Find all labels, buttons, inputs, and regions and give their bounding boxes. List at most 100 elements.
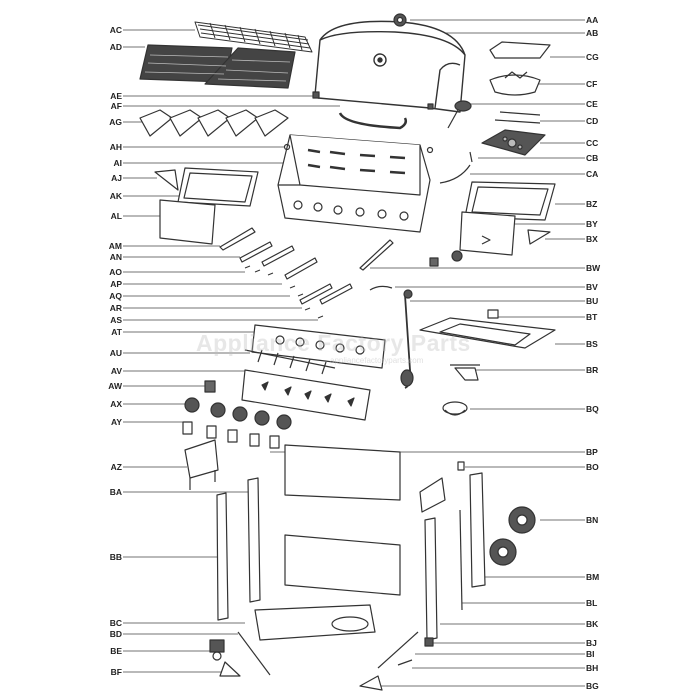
control-panel (251, 324, 386, 369)
bo-bracket (419, 461, 465, 513)
knob-bezels (182, 421, 280, 449)
part-label: BI (586, 649, 595, 659)
part-label: BT (586, 312, 598, 322)
bd-rod (237, 631, 271, 676)
part-label: CE (586, 99, 598, 109)
cb-pin (469, 151, 473, 163)
control-knobs (184, 397, 292, 430)
part-label: CG (586, 52, 599, 62)
part-label: AI (113, 158, 123, 168)
hood-lid (314, 20, 466, 130)
part-label: AS (110, 315, 122, 325)
part-label: BB (109, 552, 122, 562)
part-label: AL (110, 211, 122, 221)
temp-gauge (393, 13, 407, 27)
warming-rack (194, 21, 313, 53)
part-label: BP (586, 447, 598, 457)
firebox (277, 134, 431, 233)
am-rail (219, 227, 256, 251)
part-label: AY (110, 417, 122, 427)
part-label: AV (110, 366, 122, 376)
part-label: BN (586, 515, 599, 525)
small-screws (244, 265, 324, 319)
part-label: AJ (111, 173, 122, 183)
ignition-module (204, 380, 216, 393)
left-foot (219, 661, 241, 677)
bottom-hardware (359, 631, 434, 691)
part-label: BK (586, 619, 599, 629)
part-label: AF (110, 101, 122, 111)
part-label: BA (109, 487, 122, 497)
front-panel (241, 369, 371, 421)
part-label: BD (109, 629, 122, 639)
part-label: BL (586, 598, 598, 608)
part-label: BO (586, 462, 599, 472)
cd-rods (494, 111, 541, 124)
part-label: AN (109, 252, 122, 262)
part-label: CB (586, 153, 599, 163)
right-rear-leg (424, 517, 438, 641)
part-label: BS (586, 339, 598, 349)
cooking-grates (139, 44, 296, 89)
plate (489, 41, 551, 59)
side-burner-base (489, 71, 541, 96)
part-label: AK (109, 191, 122, 201)
part-label: CF (586, 79, 598, 89)
part-label: BF (110, 667, 122, 677)
part-label: BH (586, 663, 599, 673)
aj-bracket (154, 169, 179, 191)
part-label: BQ (586, 404, 599, 414)
bv-hose (369, 285, 393, 291)
part-label: CD (586, 116, 599, 126)
part-label: BJ (586, 638, 597, 648)
gas-regulator (400, 289, 414, 389)
burner-tubes (239, 241, 353, 305)
part-label: AA (586, 15, 599, 25)
valve-manifold (244, 349, 336, 375)
part-label: BX (586, 234, 598, 244)
bw-rail (359, 239, 394, 271)
cabinet-doors (284, 444, 401, 596)
hinge-parts (312, 91, 434, 110)
side-burner-grate (481, 129, 546, 156)
burner-valve (447, 100, 472, 129)
right-front-leg (469, 472, 486, 588)
right-shelf-panel (459, 211, 516, 256)
part-label: AP (110, 279, 122, 289)
ignitor-parts (429, 250, 463, 267)
left-shelf-panel (159, 199, 216, 245)
part-label: BZ (586, 199, 598, 209)
part-label: AR (109, 303, 122, 313)
part-label: AB (586, 28, 599, 38)
ca-hose (439, 164, 471, 184)
part-label: AD (109, 42, 122, 52)
right-side-shelf (464, 181, 556, 221)
bt-clip (487, 309, 499, 319)
part-label: AG (109, 117, 122, 127)
bottom-shelf (254, 604, 376, 641)
part-label: AX (110, 399, 122, 409)
watermark: Appliance Factory Parts (196, 330, 471, 356)
part-label: BR (586, 365, 599, 375)
left-side-shelf (177, 167, 259, 207)
part-label: AQ (109, 291, 122, 301)
leader-lines (123, 19, 585, 687)
part-label: BG (586, 681, 599, 691)
part-label: AT (111, 327, 122, 337)
part-label: BE (110, 646, 122, 656)
caster (209, 639, 225, 661)
part-label: AM (108, 241, 122, 251)
part-label: BV (586, 282, 598, 292)
part-label: BM (586, 572, 600, 582)
part-label: AO (109, 267, 122, 277)
ah-screw (283, 143, 291, 151)
grease-cup-holder (450, 364, 480, 381)
left-rear-leg (216, 492, 229, 621)
watermark-url: appliancefactoryparts.com (330, 356, 424, 365)
part-label: AW (108, 381, 122, 391)
az-bracket (184, 439, 219, 490)
part-label: AU (109, 348, 122, 358)
screw (426, 146, 434, 154)
